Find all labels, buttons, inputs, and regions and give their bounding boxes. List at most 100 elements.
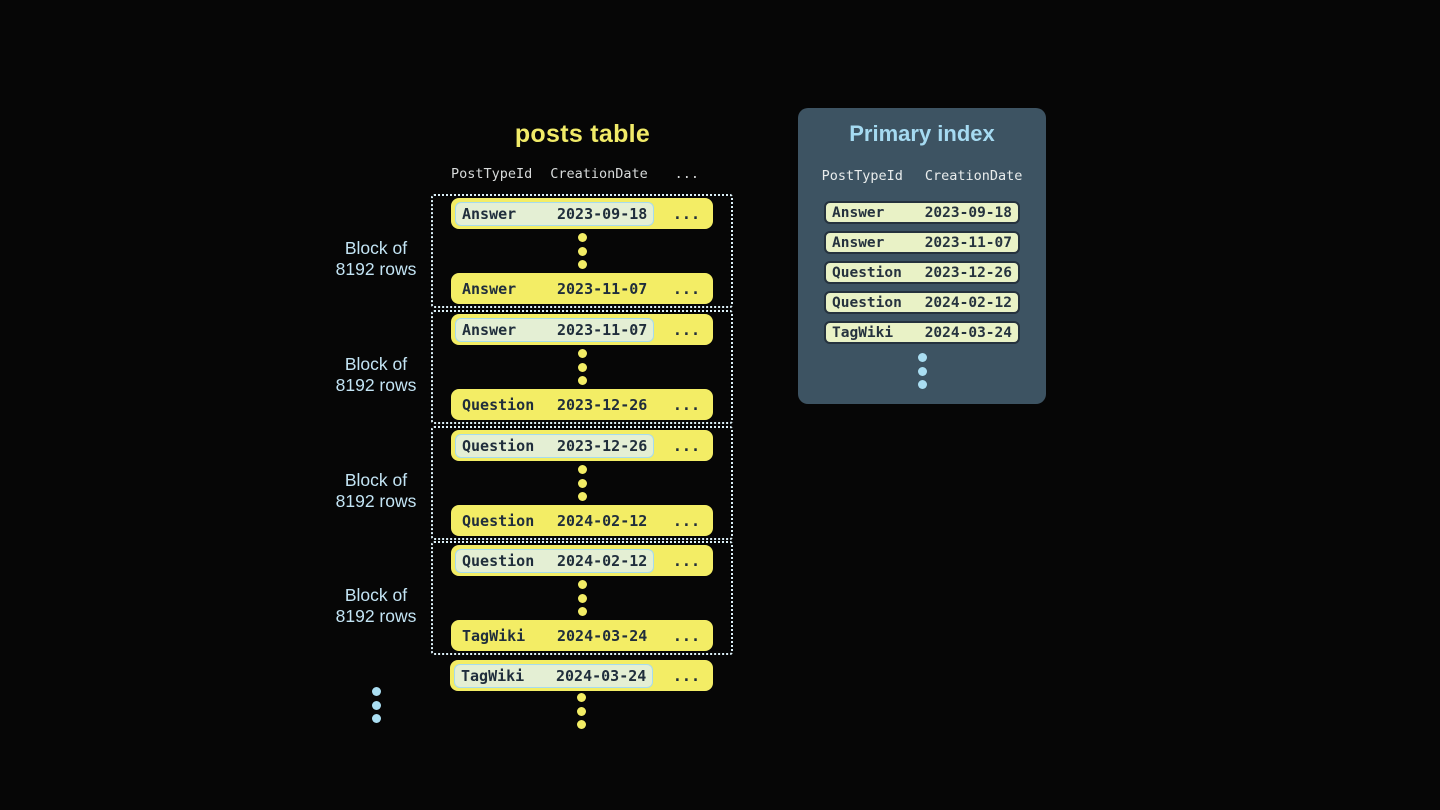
row-creationdate: 2023-11-07	[557, 320, 648, 339]
posts-table-column-headers: PostTypeId CreationDate ...	[451, 166, 712, 182]
row-block-2: Answer 2023-11-07 ... Question 2023-12-2…	[431, 310, 733, 424]
row-more-columns: ...	[672, 395, 700, 414]
block-label-line1: Block of	[344, 238, 408, 258]
ellipsis-dots-container	[798, 353, 1046, 389]
index-key: Question 2024-02-12	[455, 509, 654, 533]
row-more-columns: ...	[672, 511, 700, 530]
dot	[577, 693, 586, 702]
dot	[577, 260, 587, 269]
row-creationdate: 2023-09-18	[924, 204, 1012, 221]
dot	[577, 349, 587, 358]
dot	[917, 366, 927, 376]
dot	[577, 465, 587, 474]
index-row: Answer 2023-09-18	[824, 201, 1020, 224]
dot	[577, 607, 587, 616]
column-header-creationdate: CreationDate	[924, 168, 1023, 184]
table-row-last: Question 2024-02-12 ...	[451, 505, 713, 536]
primary-index-panel: Primary index PostTypeId CreationDate An…	[798, 108, 1046, 404]
dot	[577, 720, 586, 729]
table-row-last: Question 2023-12-26 ...	[451, 389, 713, 420]
row-creationdate: 2023-09-18	[557, 204, 648, 223]
row-posttypeid: Answer	[462, 204, 517, 223]
primary-index-title: Primary index	[849, 121, 995, 146]
ellipsis-dots	[577, 580, 587, 616]
dot	[917, 353, 927, 362]
row-more-columns: ...	[672, 436, 700, 455]
row-more-columns: ...	[672, 320, 700, 339]
index-row: Question 2023-12-26	[824, 261, 1020, 284]
row-posttypeid: Question	[462, 511, 535, 530]
row-posttypeid: Question	[832, 264, 902, 281]
dot	[917, 380, 927, 389]
ellipsis-dots	[917, 353, 927, 389]
dot	[577, 233, 587, 242]
block-label-line1: Block of	[344, 585, 408, 605]
index-row: Question 2024-02-12	[824, 291, 1020, 314]
row-block-3: Question 2023-12-26 ... Question 2024-02…	[431, 426, 733, 540]
ellipsis-dots	[577, 693, 586, 729]
dot	[577, 706, 586, 716]
index-key: TagWiki 2024-03-24	[455, 624, 654, 648]
row-creationdate: 2023-11-07	[924, 234, 1012, 251]
dot	[577, 478, 587, 488]
block-label: Block of 8192 rows	[311, 470, 441, 512]
dot	[577, 492, 587, 501]
row-more-columns: ...	[672, 204, 700, 223]
block-label: Block of 8192 rows	[311, 354, 441, 396]
row-posttypeid: Question	[832, 294, 902, 311]
ellipsis-dots	[577, 349, 587, 385]
table-row-last: Answer 2023-11-07 ...	[451, 273, 713, 304]
table-row-first: Answer 2023-09-18 ...	[451, 198, 713, 229]
row-posttypeid: TagWiki	[462, 626, 526, 645]
ellipsis-dots	[577, 465, 587, 501]
dot	[372, 687, 381, 696]
posts-table-title: posts table	[514, 120, 651, 148]
block-label: Block of 8192 rows	[311, 585, 441, 627]
row-more-columns: ...	[672, 666, 700, 685]
highlighted-index-key: TagWiki 2024-03-24	[454, 663, 654, 688]
ellipsis-dots	[577, 233, 587, 269]
dot	[577, 376, 587, 385]
block-label-line2: 8192 rows	[335, 259, 417, 279]
highlighted-index-key: Question 2023-12-26	[455, 433, 655, 458]
highlighted-index-key: Question 2024-02-12	[455, 548, 655, 573]
block-label-line1: Block of	[344, 354, 408, 374]
row-posttypeid: TagWiki	[832, 324, 894, 341]
row-posttypeid: Answer	[462, 320, 517, 339]
row-creationdate: 2024-02-12	[924, 294, 1012, 311]
column-header-posttypeid: PostTypeId	[451, 166, 533, 182]
block-label-line2: 8192 rows	[335, 491, 417, 511]
row-posttypeid: Answer	[832, 204, 885, 221]
index-row: TagWiki 2024-03-24	[824, 321, 1020, 344]
row-creationdate: 2024-03-24	[557, 626, 648, 645]
row-more-columns: ...	[672, 551, 700, 570]
dot	[577, 246, 587, 256]
column-header-posttypeid: PostTypeId	[821, 168, 903, 184]
table-row-overflow: TagWiki 2024-03-24 ...	[450, 660, 713, 691]
table-row-first: Answer 2023-11-07 ...	[451, 314, 713, 345]
index-key: Question 2023-12-26	[455, 393, 654, 417]
dot	[577, 593, 587, 603]
row-posttypeid: Answer	[462, 279, 517, 298]
row-creationdate: 2023-12-26	[557, 436, 648, 455]
index-row: Answer 2023-11-07	[824, 231, 1020, 254]
block-label-line1: Block of	[344, 470, 408, 490]
row-posttypeid: Answer	[832, 234, 885, 251]
dot	[372, 714, 381, 723]
row-creationdate: 2023-12-26	[924, 264, 1012, 281]
dot	[577, 362, 587, 372]
row-creationdate: 2023-12-26	[557, 395, 648, 414]
row-posttypeid: Question	[462, 551, 535, 570]
row-creationdate: 2024-02-12	[557, 511, 648, 530]
row-posttypeid: TagWiki	[461, 666, 525, 685]
dot	[577, 580, 587, 589]
ellipsis-dots	[372, 687, 381, 723]
row-block-4: Question 2024-02-12 ... TagWiki 2024-03-…	[431, 541, 733, 655]
dot	[372, 700, 381, 710]
row-more-columns: ...	[672, 279, 700, 298]
column-header-creationdate: CreationDate	[550, 166, 648, 182]
block-label-line2: 8192 rows	[335, 375, 417, 395]
primary-index-rows: Answer 2023-09-18 Answer 2023-11-07 Ques…	[824, 201, 1020, 344]
highlighted-index-key: Answer 2023-09-18	[455, 201, 655, 226]
column-header-ellipsis: ...	[674, 166, 699, 182]
